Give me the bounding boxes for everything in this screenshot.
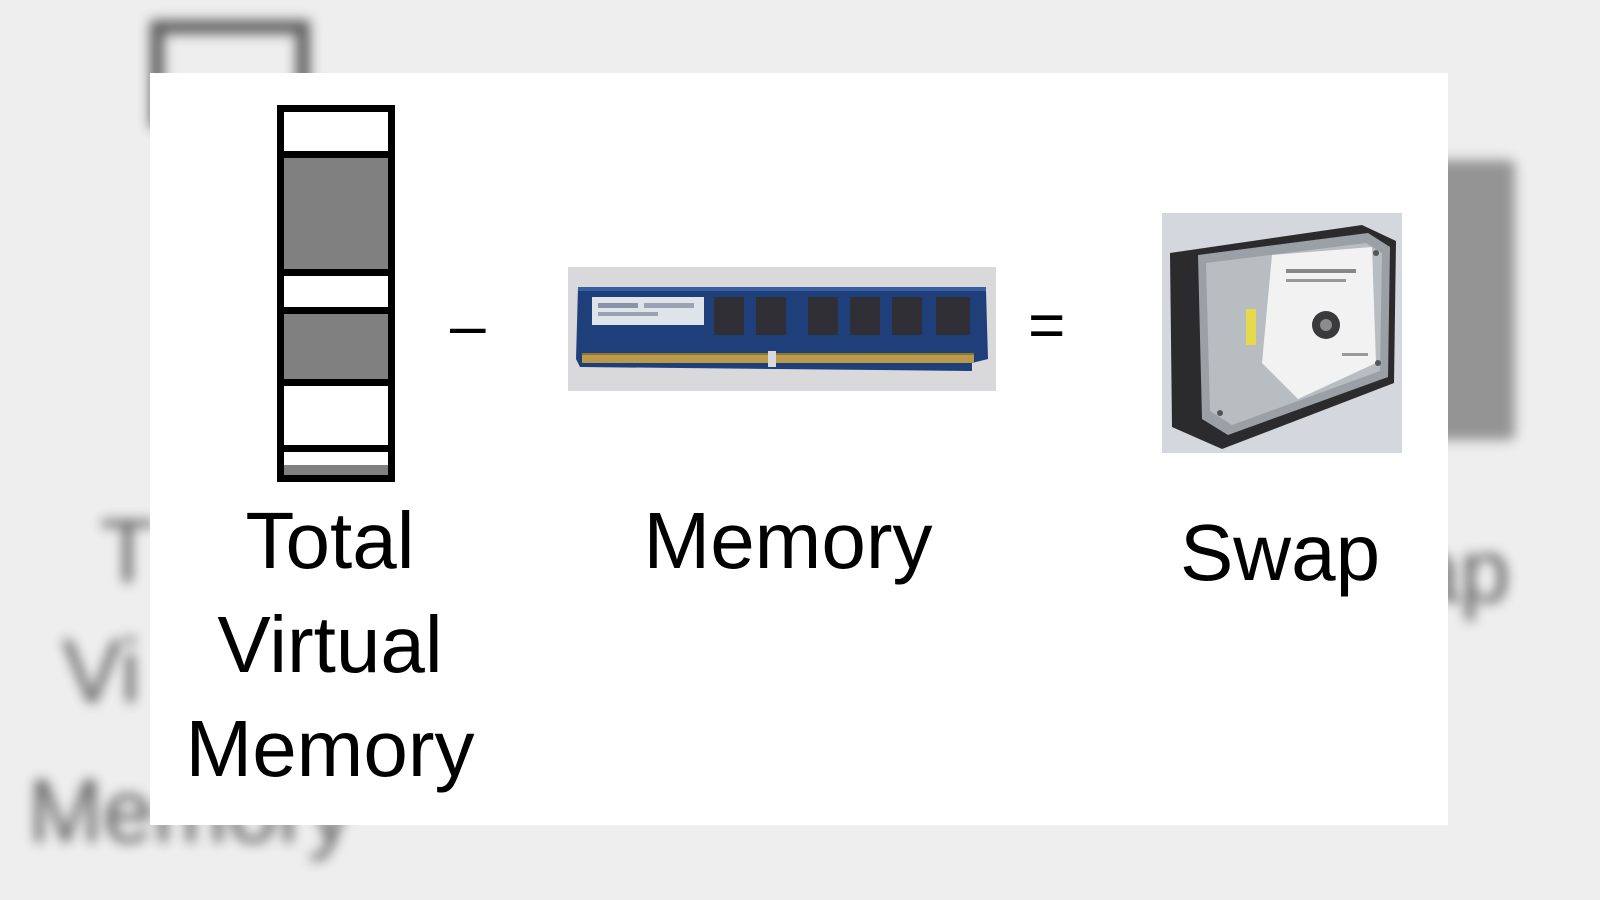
equals-operator: = (1028, 289, 1066, 361)
vm-segment-used-fill (284, 465, 388, 475)
hard-drive-icon (1162, 213, 1402, 453)
label-line-total: Total (245, 496, 415, 585)
minus-operator: – (450, 289, 486, 361)
memory-label: Memory (643, 496, 933, 585)
label-line-virtual: Virtual (217, 600, 443, 689)
vm-segment-free (284, 112, 388, 158)
vm-segment-used (284, 158, 388, 276)
ram-stick-icon (568, 267, 996, 391)
echo-text-line-1: T (100, 502, 155, 602)
total-virtual-memory-label: Total Virtual Memory (150, 489, 510, 801)
virtual-memory-stack (277, 105, 395, 482)
vm-segment-free (284, 276, 388, 314)
label-line-memory: Memory (185, 704, 475, 793)
vm-segment-free (284, 386, 388, 452)
swap-label: Swap (1179, 508, 1381, 597)
echo-text-line-2: Vi (62, 622, 141, 722)
vm-segment-used (284, 452, 388, 475)
slide: – (150, 73, 1448, 825)
vm-segment-used (284, 314, 388, 386)
